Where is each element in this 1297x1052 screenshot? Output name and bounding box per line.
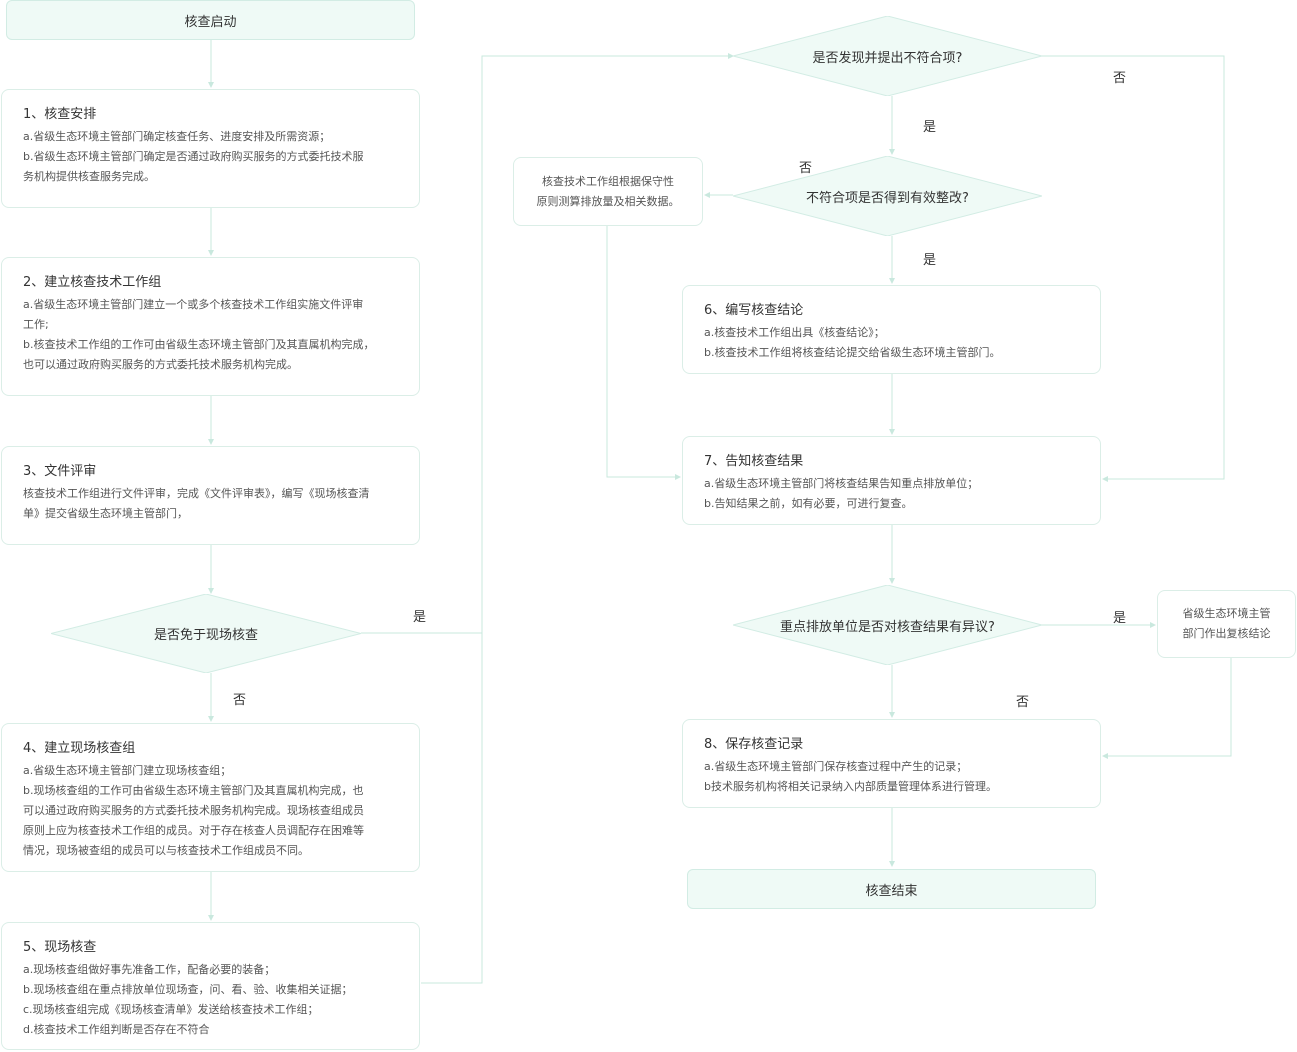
label-d1-yes: 是 xyxy=(413,610,427,625)
step-description-line: b.省级生态环境主管部门确定是否通过政府购买服务的方式委托技术服 xyxy=(23,150,364,163)
step-description-line: a.省级生态环境主管部门建立现场核查组； xyxy=(23,764,232,777)
step-description-line: 情况，现场被查组的成员可以与核查技术工作组成员不同。 xyxy=(23,844,309,857)
label-d2-yes: 是 xyxy=(923,120,937,135)
arrow-step5-to-decision2 xyxy=(421,633,483,984)
note-line: 部门作出复核结论 xyxy=(1182,627,1271,640)
step-description-line: 也可以通过政府购买服务的方式委托技术服务机构完成。 xyxy=(23,358,298,371)
step-title: 3、文件评审 xyxy=(23,464,97,479)
note-line: 原则测算排放量及相关数据。 xyxy=(536,194,680,208)
step-description-line: b.现场核查组在重点排放单位现场查，问、看、验、收集相关证据； xyxy=(23,983,353,996)
label-d2-no: 否 xyxy=(1113,71,1127,86)
label-d3-no: 否 xyxy=(799,161,813,176)
step-description-line: a.核查技术工作组出具《核查结论》； xyxy=(704,326,885,339)
step-description-line: 务机构提供核查服务完成。 xyxy=(23,170,155,183)
step-5-onsite-verification: 5、现场核查 a.现场核查组做好事先准备工作，配备必要的装备； b.现场核查组在重… xyxy=(1,922,420,1050)
step-description-line: c.现场核查组完成《现场核查清单》发送给核查技术工作组； xyxy=(23,1003,319,1016)
step-description-line: a.省级生态环境主管部门保存核查过程中产生的记录； xyxy=(704,760,968,773)
step-title: 4、建立现场核查组 xyxy=(23,741,136,756)
arrow-decision1-yes-to-decision2 xyxy=(361,53,734,634)
arrow-decision2-no-to-step7 xyxy=(1042,55,1225,482)
label-d1-no: 否 xyxy=(233,693,247,708)
step-title: 2、建立核查技术工作组 xyxy=(23,275,162,290)
decision-unit-objection: 重点排放单位是否对核查结果有异议? xyxy=(733,585,1042,665)
decision-nonconformity-found: 是否发现并提出不符合项? xyxy=(733,16,1042,96)
step-description-line: a.现场核查组做好事先准备工作，配备必要的装备； xyxy=(23,963,276,976)
label-d4-no: 否 xyxy=(1016,695,1030,710)
step-description-line: a.省级生态环境主管部门确定核查任务、进度安排及所需资源； xyxy=(23,130,331,143)
step-3-document-review: 3、文件评审 核查技术工作组进行文件评审，完成《文件评审表》，编写《现场核查清单… xyxy=(1,446,420,545)
step-description-line: d.核查技术工作组判断是否存在不符合 xyxy=(23,1023,210,1036)
decision-nonconformity-corrected: 不符合项是否得到有效整改? xyxy=(733,156,1042,236)
step-title: 1、核查安排 xyxy=(23,107,97,122)
start-node: 核查启动 xyxy=(6,0,415,40)
step-description-line: a.省级生态环境主管部门建立一个或多个核查技术工作组实施文件评审 xyxy=(23,298,364,311)
arrow-note-to-step7 xyxy=(606,226,681,480)
step-description-line: 核查技术工作组进行文件评审，完成《文件评审表》，编写《现场核查清 xyxy=(23,487,370,500)
decision-text: 不符合项是否得到有效整改? xyxy=(806,190,969,206)
decision-exempt-onsite: 是否免于现场核查 xyxy=(51,594,361,673)
step-description-line: 原则上应为核查技术工作组的成员。对于存在核查人员调配存在困难等 xyxy=(23,824,364,837)
step-description-line: b.现场核查组的工作可由省级生态环境主管部门及其直属机构完成，也 xyxy=(23,784,364,797)
step-2-build-tech-group: 2、建立核查技术工作组 a.省级生态环境主管部门建立一个或多个核查技术工作组实施… xyxy=(1,257,420,396)
step-title: 6、编写核查结论 xyxy=(704,303,804,318)
step-description-line: b.告知结果之前，如有必要，可进行复查。 xyxy=(704,497,913,510)
step-description-line: 单》提交省级生态环境主管部门， xyxy=(23,507,188,520)
end-node: 核查结束 xyxy=(687,869,1096,909)
step-description-line: b.核查技术工作组将核查结论提交给省级生态环境主管部门。 xyxy=(704,346,1001,359)
note-review-conclusion: 省级生态环境主管部门作出复核结论 xyxy=(1157,590,1296,658)
label-d4-yes: 是 xyxy=(1113,611,1127,626)
label-d3-yes: 是 xyxy=(923,253,937,268)
arrow-review-to-step8 xyxy=(1102,658,1232,759)
step-description-line: b.核查技术工作组的工作可由省级生态环境主管部门及其直属机构完成， xyxy=(23,338,375,351)
decision-text: 是否免于现场核查 xyxy=(153,628,258,643)
decision-text: 是否发现并提出不符合项? xyxy=(812,50,963,66)
step-description-line: 可以通过政府购买服务的方式委托技术服务机构完成。现场核查组成员 xyxy=(23,804,364,817)
step-4-build-onsite-group: 4、建立现场核查组 a.省级生态环境主管部门建立现场核查组； b.现场核查组的工作… xyxy=(1,723,420,872)
step-description-line: a.省级生态环境主管部门将核查结果告知重点排放单位； xyxy=(704,477,979,490)
step-description-line: b技术服务机构将相关记录纳入内部质量管理体系进行管理。 xyxy=(704,780,997,793)
step-title: 7、告知核查结果 xyxy=(704,454,804,469)
step-6-write-conclusion: 6、编写核查结论 a.核查技术工作组出具《核查结论》； b.核查技术工作组将核查结… xyxy=(682,285,1101,374)
note-conservative-estimate: 核查技术工作组根据保守性原则测算排放量及相关数据。 xyxy=(513,157,703,226)
step-title: 5、现场核查 xyxy=(23,940,97,955)
note-line: 省级生态环境主管 xyxy=(1182,607,1271,620)
step-1-verification-arrangement: 1、核查安排 a.省级生态环境主管部门确定核查任务、进度安排及所需资源； b.省级… xyxy=(1,89,420,208)
step-8-save-records: 8、保存核查记录 a.省级生态环境主管部门保存核查过程中产生的记录； b技术服务机… xyxy=(682,719,1101,808)
decision-text: 重点排放单位是否对核查结果有异议? xyxy=(780,619,995,635)
step-7-notify-result: 7、告知核查结果 a.省级生态环境主管部门将核查结果告知重点排放单位； b.告知结… xyxy=(682,436,1101,525)
step-description-line: 工作; xyxy=(23,318,49,331)
note-line: 核查技术工作组根据保守性 xyxy=(542,174,674,188)
step-title: 8、保存核查记录 xyxy=(704,737,804,752)
